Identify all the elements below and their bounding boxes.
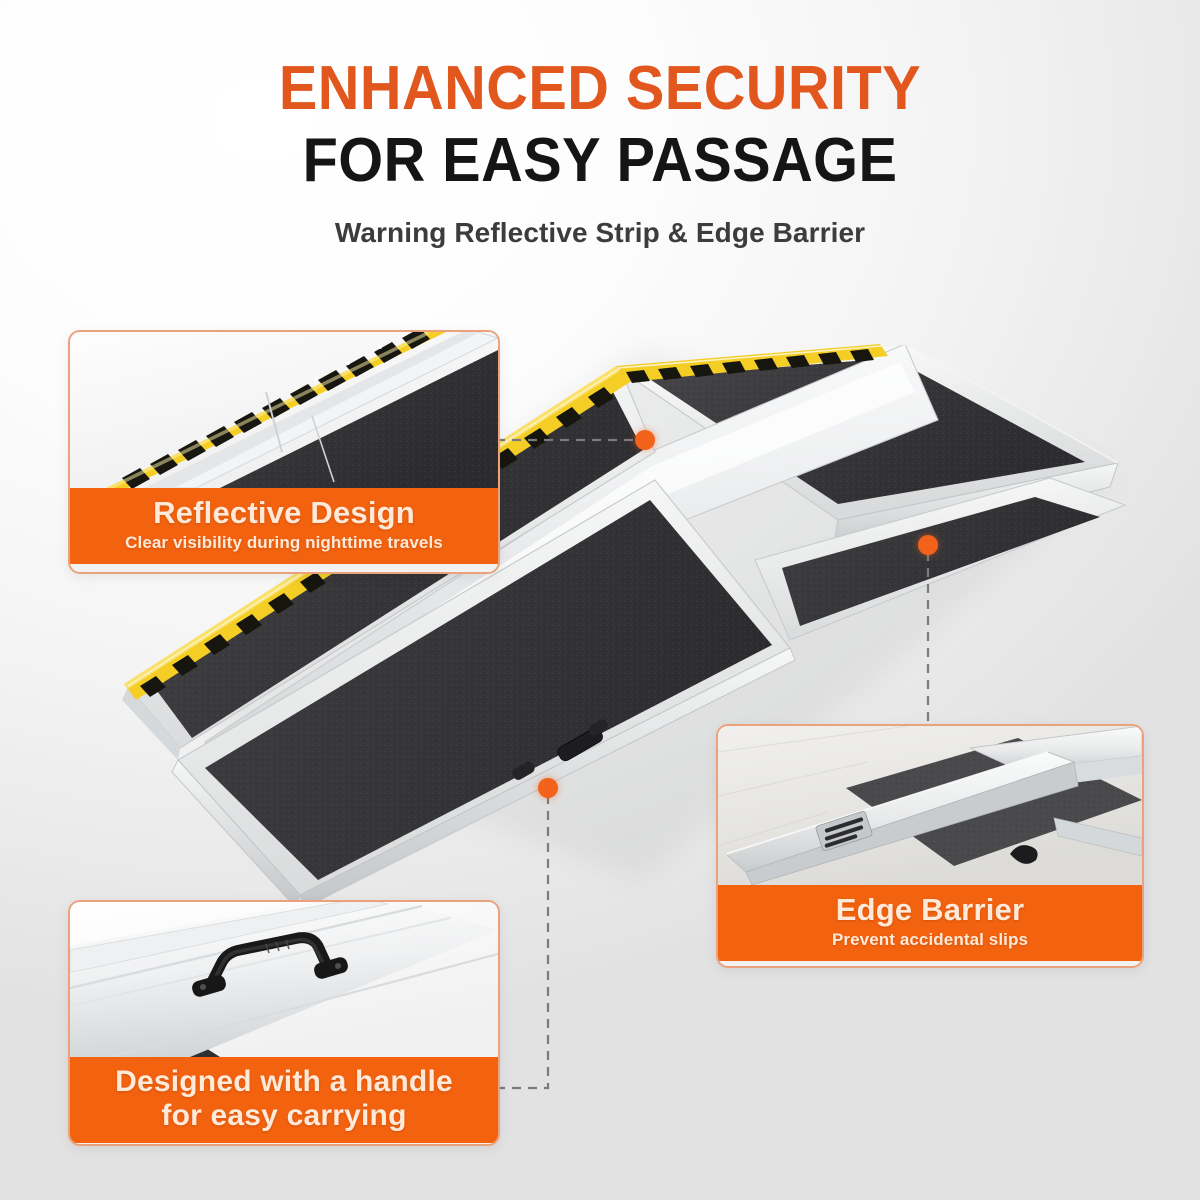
- callout-card-reflective-design[interactable]: Reflective Design Clear visibility durin…: [68, 330, 500, 574]
- callout-title-carry-handle-line2: for easy carrying: [161, 1098, 407, 1132]
- callout-photo-carry-handle: [70, 902, 498, 1057]
- carry-handle-hardware: [512, 719, 608, 780]
- callout-title-carry-handle: Designed with a handle: [115, 1065, 453, 1098]
- callout-caption-reflective-design: Reflective Design Clear visibility durin…: [70, 488, 498, 565]
- callout-subtitle-edge-barrier: Prevent accidental slips: [831, 929, 1029, 949]
- callout-photo-reflective-design: [70, 332, 498, 488]
- callout-caption-carry-handle: Designed with a handle for easy carrying: [70, 1057, 498, 1144]
- callout-subtitle-reflective-design: Clear visibility during nighttime travel…: [125, 532, 443, 552]
- callout-photo-edge-barrier: [718, 726, 1142, 885]
- ramp-left-edge-thickness: [122, 686, 180, 760]
- callout-card-carry-handle[interactable]: Designed with a handle for easy carrying: [68, 900, 500, 1146]
- header-block: ENHANCED SECURITY FOR EASY PASSAGE Warni…: [0, 58, 1200, 249]
- callout-title-edge-barrier: Edge Barrier: [835, 892, 1025, 927]
- callout-title-reflective-design: Reflective Design: [153, 495, 415, 530]
- marker-dot-handle: [538, 778, 558, 798]
- rail-slot-hardware: [815, 810, 873, 852]
- marker-dot-reflective: [635, 430, 655, 450]
- callout-caption-edge-barrier: Edge Barrier Prevent accidental slips: [718, 885, 1142, 962]
- callout-card-edge-barrier[interactable]: Edge Barrier Prevent accidental slips: [716, 724, 1144, 968]
- page-subtitle: Warning Reflective Strip & Edge Barrier: [334, 217, 866, 249]
- marker-dot-edge-barrier: [918, 535, 938, 555]
- page-title-line2: FOR EASY PASSAGE: [302, 126, 898, 195]
- carry-handle-glyph: [192, 932, 348, 997]
- page-title-line1: ENHANCED SECURITY: [278, 54, 922, 123]
